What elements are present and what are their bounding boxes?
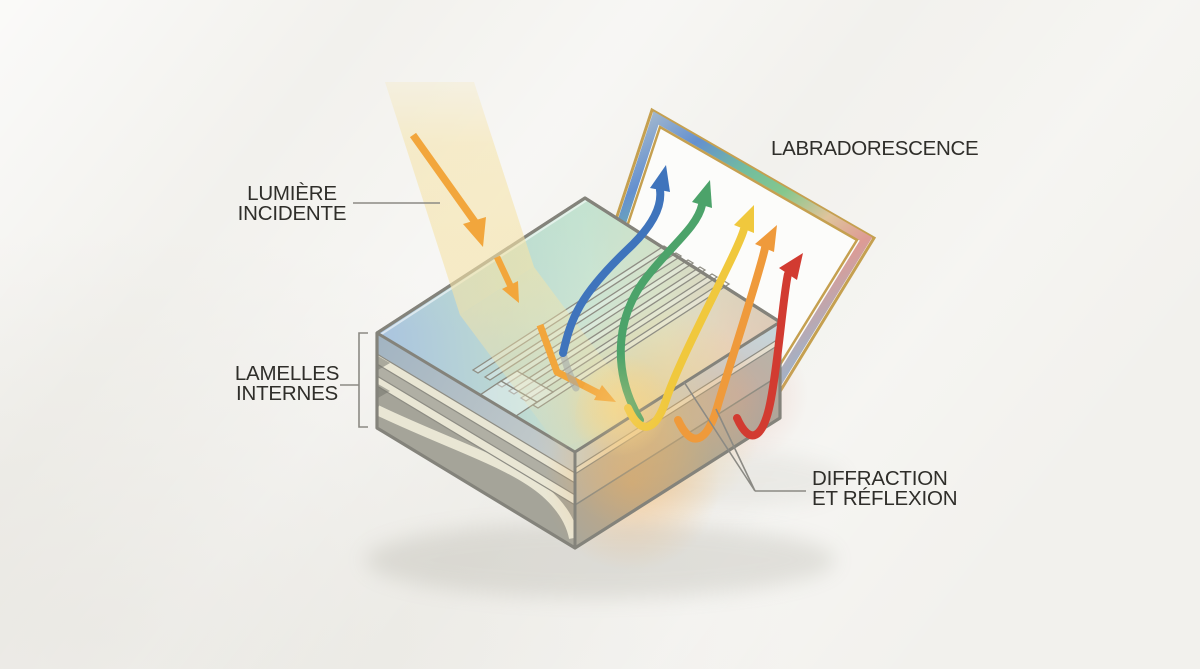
spectral-arrow-red-head [779,253,803,280]
lamella-notch [378,384,390,398]
incident-light-label-line1: LUMIÈRE [247,182,337,205]
spectral-arrow-red [733,270,792,440]
incident-light-label: LUMIÈRE INCIDENTE [210,182,374,225]
diffraction-leader-2 [715,408,756,492]
lamella-notch [378,356,390,370]
diffraction-leader-1 [683,381,756,492]
spectral-arrow-orange-head [755,225,777,252]
lamellae-bracket [358,332,368,428]
internal-lamellae-label: LAMELLES INTERNES [208,362,366,405]
internal-lamellae-label-line1: LAMELLES [234,362,340,385]
incident-arrow-shaft [409,132,479,225]
spectral-arrow-green-head [692,180,712,208]
title-text: LABRADORESCENCE [771,137,979,160]
incident-arrow-head [502,281,519,303]
diffraction-reflection-label: DIFFRACTION ET RÉFLEXION [812,467,958,510]
incident-light-label-line2: INCIDENTE [237,202,347,225]
spectral-arrow-blue-head [650,165,670,192]
bounce-glow [575,350,715,490]
internal-lamellae-label-line2: INTERNES [235,382,339,405]
spectral-arrow-yellow-head [734,205,754,233]
incident-arrow-shaft [494,255,514,289]
incident-arrow-head [463,217,486,247]
diffraction-label-line2: ET RÉFLEXION [812,487,958,510]
spectral-arrow-blue [559,186,665,357]
block-left-face [376,333,576,548]
annotation-lines [340,202,806,492]
diffraction-label-line1: DIFFRACTION [812,467,948,490]
page-title: LABRADORESCENCE [771,137,979,160]
